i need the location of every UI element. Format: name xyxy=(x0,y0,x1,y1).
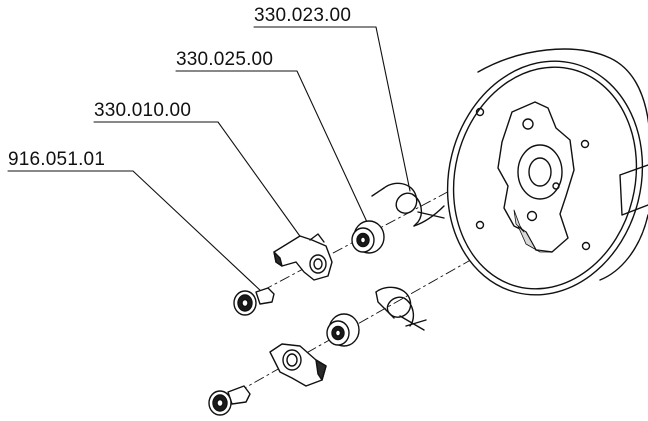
hub-plate-shadow xyxy=(513,209,553,253)
bolt-hole-3 xyxy=(581,241,591,251)
lower-pawl xyxy=(269,343,327,387)
flywheel-rim-slot xyxy=(619,164,648,216)
callout-bushing-part-number: 330.025.00 xyxy=(176,49,274,70)
leader-010 xyxy=(93,121,308,247)
upper-pin xyxy=(233,287,275,316)
lower-bushing xyxy=(326,313,360,347)
leader-023 xyxy=(253,26,411,192)
upper-return-spring xyxy=(371,182,445,227)
upper-bushing xyxy=(351,220,385,254)
hub-pin-2 xyxy=(526,210,538,222)
callout-spring-part-number: 330.023.00 xyxy=(254,5,352,26)
callout-pawl-part-number: 330.010.00 xyxy=(94,100,192,121)
hub-pin-3 xyxy=(552,182,560,190)
bolt-hole-1 xyxy=(475,107,485,117)
flywheel xyxy=(446,48,648,296)
bolt-hole-4 xyxy=(475,220,485,230)
lower-return-spring xyxy=(375,286,427,331)
leader-lines xyxy=(7,26,411,293)
hub-bore xyxy=(528,157,552,187)
callout-pin-part-number: 916.051.01 xyxy=(8,149,106,170)
bolt-hole-2 xyxy=(580,139,590,149)
leader-025 xyxy=(175,70,368,223)
upper-pawl xyxy=(273,233,333,281)
hub-pin-1 xyxy=(522,118,534,130)
lower-pin xyxy=(208,385,251,416)
flywheel-rim-bottom xyxy=(599,214,648,281)
leader-916 xyxy=(7,170,263,293)
flywheel-face-inner xyxy=(452,66,638,290)
